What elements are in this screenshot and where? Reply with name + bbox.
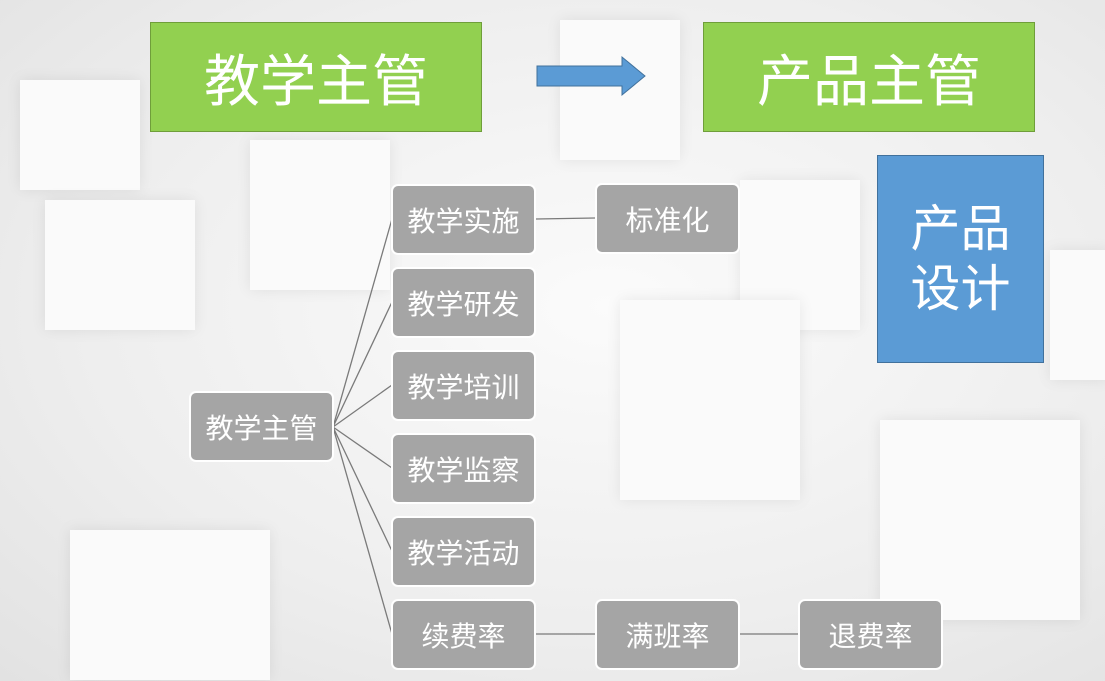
node-label: 续费率 — [421, 619, 506, 653]
standardization-node: 标准化 — [595, 183, 740, 254]
product-design-line1: 产品 — [910, 200, 1011, 258]
product-design-box: 产品 设计 — [877, 155, 1044, 363]
node-label: 标准化 — [625, 203, 710, 237]
child-node: 教学实施 — [391, 184, 536, 255]
node-label: 教学活动 — [407, 536, 520, 570]
node-label: 教学培训 — [407, 370, 520, 404]
background-square — [1050, 250, 1105, 380]
child-node: 教学活动 — [391, 516, 536, 587]
child-node: 教学研发 — [391, 267, 536, 338]
product-supervisor-title: 产品主管 — [703, 22, 1035, 132]
teaching-supervisor-title: 教学主管 — [150, 22, 482, 132]
node-label: 满班率 — [625, 619, 710, 653]
right-arrow-icon — [536, 55, 646, 97]
connector-line — [332, 301, 393, 428]
connector-line — [332, 384, 393, 428]
background-square — [70, 530, 270, 680]
refund-rate-node: 退费率 — [798, 599, 943, 670]
node-label: 教学监察 — [407, 453, 520, 487]
background-square — [45, 200, 195, 330]
background-square — [620, 300, 800, 500]
child-node: 教学监察 — [391, 433, 536, 504]
connector-line — [332, 426, 393, 552]
node-label: 教学研发 — [407, 287, 520, 321]
root-node: 教学主管 — [189, 391, 334, 462]
background-square — [880, 420, 1080, 620]
connector-line — [332, 218, 393, 428]
connector-line — [332, 426, 393, 635]
title-text: 教学主管 — [204, 49, 428, 115]
connector-line — [332, 426, 393, 469]
background-square — [560, 20, 680, 160]
background-square — [20, 80, 140, 190]
node-label: 教学主管 — [205, 411, 318, 445]
connector-line — [535, 217, 596, 220]
node-label: 教学实施 — [407, 204, 520, 238]
node-label: 退费率 — [828, 619, 913, 653]
product-design-line2: 设计 — [910, 260, 1011, 318]
child-node: 教学培训 — [391, 350, 536, 421]
child-node: 续费率 — [391, 599, 536, 670]
title-text: 产品主管 — [757, 49, 981, 115]
background-square — [250, 140, 390, 290]
full-class-rate-node: 满班率 — [595, 599, 740, 670]
